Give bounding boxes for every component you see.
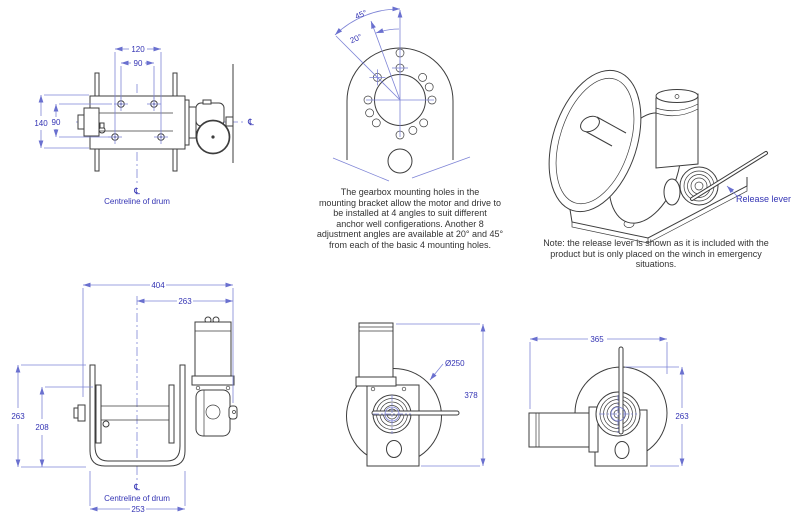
bracket-slot	[614, 441, 630, 459]
centreline-symbol-bottom: ℄	[133, 186, 140, 196]
release-lever-rod-end	[618, 346, 624, 435]
motor-end-view	[528, 406, 599, 453]
pawl	[102, 420, 110, 428]
dim-90-h: 90	[134, 59, 143, 68]
dim-365: 365	[590, 335, 604, 344]
shaft-stub	[77, 114, 85, 130]
end-view-dimensions: 365 263	[529, 335, 689, 467]
bracket-v-line-left	[332, 157, 390, 182]
dim-140: 140	[34, 119, 48, 128]
bracket-slot	[386, 440, 402, 458]
side-view-drawing: 404 263 263 208 253 ℄ Centreline of drum	[11, 281, 238, 514]
dim-263-top: 263	[178, 297, 192, 306]
dim-120: 120	[131, 45, 145, 54]
motor-isometric	[655, 89, 699, 169]
top-view-drawing: 120 90 140 90 ℄ ℄ Centreline of drum	[34, 45, 254, 206]
drum-hub	[83, 107, 100, 137]
front-view-drawing: Ø250 378	[346, 322, 486, 467]
dim-20deg: 20°	[349, 32, 364, 45]
front-view-dimensions: Ø250 378	[396, 323, 486, 467]
dim-45deg: 45°	[354, 8, 369, 21]
dim-dia250: Ø250	[445, 359, 465, 368]
dim-378: 378	[464, 391, 478, 400]
u-bracket	[89, 364, 186, 467]
drum-body	[89, 95, 186, 150]
side-view-dimensions: 404 263 263 208 253	[11, 281, 234, 514]
bracket-bottom-hole	[387, 148, 413, 174]
clutch-isometric	[663, 166, 719, 206]
dim-263-left: 263	[11, 412, 25, 421]
centreline-symbol: ℄	[133, 482, 140, 492]
shaft-end	[580, 115, 600, 133]
mounting-bolts	[108, 97, 168, 144]
centreline-label: Centreline of drum	[104, 494, 170, 503]
top-view-dimensions: 120 90 140 90	[34, 45, 162, 149]
dim-404: 404	[151, 281, 165, 290]
drum-flange-right	[168, 384, 175, 444]
centreline-symbol-right: ℄	[247, 117, 254, 127]
dim-253: 253	[131, 505, 145, 514]
release-lever-leader	[726, 185, 738, 197]
lever-clamp	[225, 116, 234, 127]
dim-90-v: 90	[52, 118, 61, 127]
gearbox-flange	[184, 99, 190, 146]
motor-side-view	[191, 316, 235, 391]
release-lever-note: Note: the release lever is shown as it i…	[543, 238, 769, 270]
drum-flange-left	[95, 384, 102, 444]
bracket-view-drawing: 45° 20°	[332, 6, 471, 182]
drum-flange-front	[548, 69, 642, 213]
angle-dimensions: 45° 20°	[334, 6, 434, 137]
dim-208: 208	[35, 423, 49, 432]
dim-263: 263	[675, 412, 689, 421]
isometric-view-drawing: Release lever	[548, 69, 791, 244]
end-view-drawing: 365 263	[528, 335, 689, 467]
motor-front-view	[355, 322, 397, 387]
release-lever-label: Release lever	[736, 194, 791, 204]
bracket-v-line-right	[411, 156, 471, 179]
clutch-end	[77, 404, 86, 422]
bracket-caption: The gearbox mounting holes in the mounti…	[316, 187, 504, 250]
gearbox-side-view	[195, 389, 238, 437]
centreline-label: Centreline of drum	[104, 197, 170, 206]
